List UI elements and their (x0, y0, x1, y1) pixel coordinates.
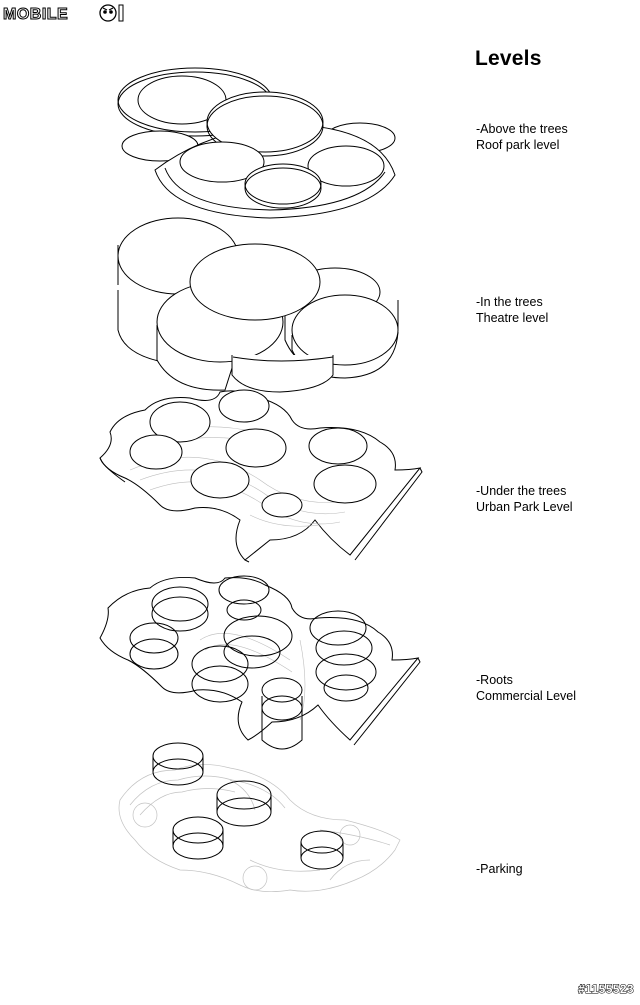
urban-park-level-drawing (99, 389, 423, 563)
svg-text:MOBILE: MOBILE (3, 6, 68, 23)
theatre-level-drawing (117, 217, 399, 393)
roof-park-level-drawing (117, 67, 396, 219)
level-label-theatre: -In the trees Theatre level (476, 294, 636, 326)
level-label-parking: -Parking (476, 861, 636, 877)
level-label-line: Roof park level (476, 138, 560, 152)
parking-level-drawing (118, 742, 401, 892)
commercial-level-drawing (99, 575, 421, 750)
level-label-line: -Above the trees (476, 122, 568, 136)
page-title: Levels (475, 47, 542, 70)
exploded-levels-diagram (99, 67, 423, 892)
level-label-line: -Parking (476, 862, 523, 876)
level-label-line: Commercial Level (476, 689, 577, 703)
level-label-roof-park: -Above the trees Roof park level (476, 121, 636, 153)
site-logo: MOBILE (2, 2, 126, 24)
level-label-line: Urban Park Level (476, 500, 573, 514)
level-label-line: -Under the trees (476, 484, 567, 498)
level-label-line: -Roots (476, 673, 513, 687)
level-label-line: Theatre level (476, 311, 549, 325)
level-label-urban-park: -Under the trees Urban Park Level (476, 483, 636, 515)
level-label-commercial: -Roots Commercial Level (476, 672, 636, 704)
image-id-watermark: #1155523 (578, 982, 635, 997)
level-label-line: -In the trees (476, 295, 543, 309)
